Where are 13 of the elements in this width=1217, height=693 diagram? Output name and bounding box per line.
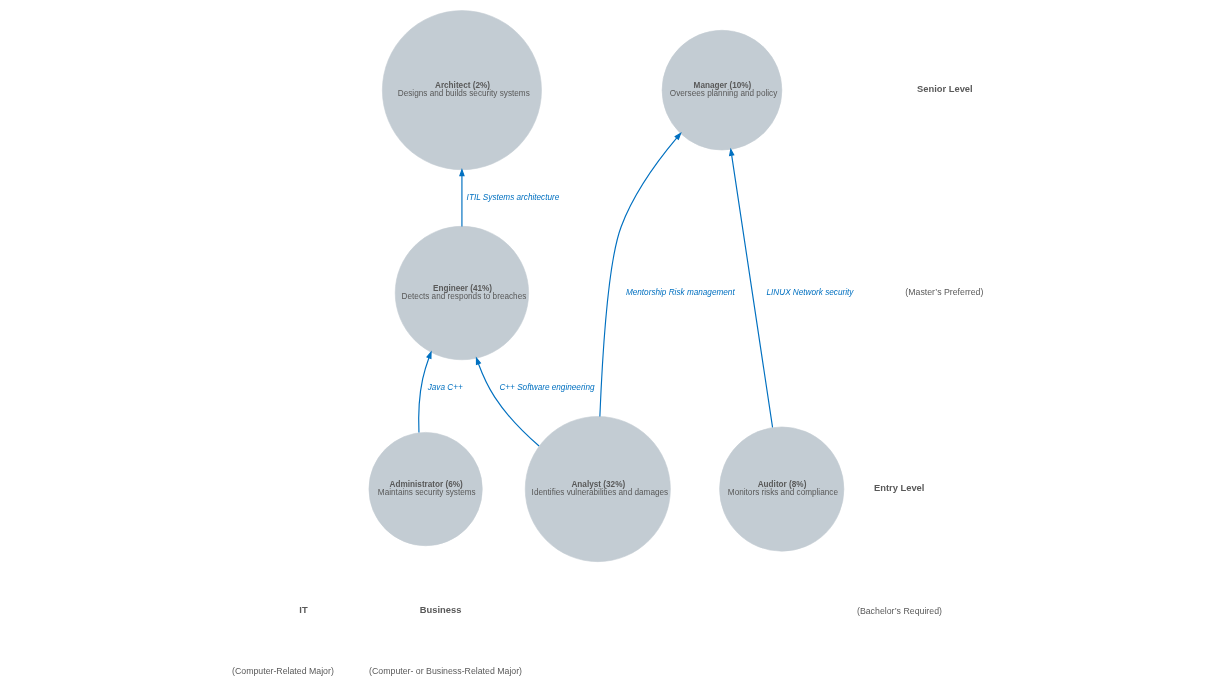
- label: IT: [299, 605, 308, 616]
- label: Senior Level: [917, 83, 973, 94]
- arrow: [599, 132, 682, 417]
- arrow: [475, 356, 540, 447]
- label: Business: [419, 605, 462, 616]
- arrow: [728, 147, 774, 428]
- label: (Bachelor’s Required): [856, 605, 942, 616]
- arrow: [418, 350, 432, 434]
- label: (Computer-Related Major): [232, 665, 334, 676]
- arrow: [459, 168, 465, 227]
- label: (Master’s Preferred): [905, 287, 984, 298]
- label: Entry Level: [873, 482, 925, 493]
- label: (Computer- or Business-Related Major): [369, 665, 523, 676]
